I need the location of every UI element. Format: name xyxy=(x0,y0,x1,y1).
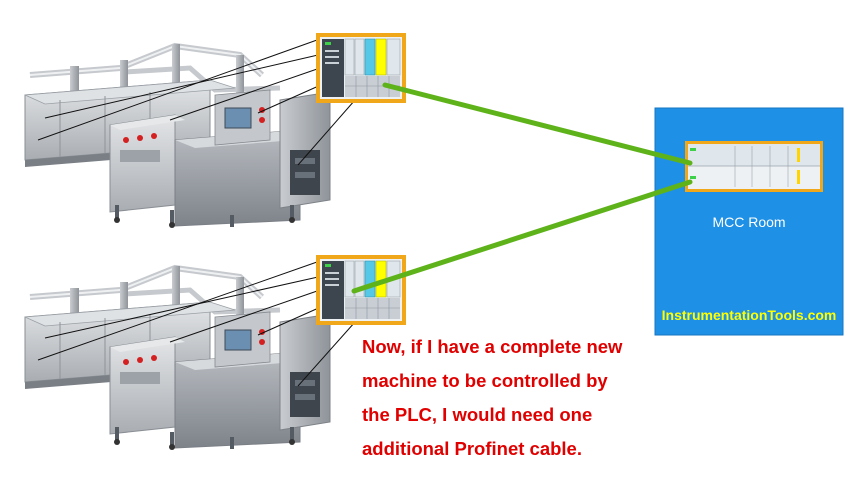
profinet-cable-1 xyxy=(382,82,693,166)
machine-2 xyxy=(25,266,330,450)
explanation-note: Now, if I have a complete new machine to… xyxy=(362,330,662,466)
signal-wires-machine-1 xyxy=(37,39,356,166)
machine-1 xyxy=(25,44,330,228)
profinet-cable-2 xyxy=(351,179,693,294)
mcc-plc-rack xyxy=(685,141,823,192)
note-line-2: machine to be controlled by xyxy=(362,370,608,391)
note-line-3: the PLC, I would need one xyxy=(362,404,593,425)
mcc-room-label: MCC Room xyxy=(712,214,786,230)
note-line-4: additional Profinet cable. xyxy=(362,438,582,459)
watermark-text: InstrumentationTools.com xyxy=(661,307,837,323)
note-line-1: Now, if I have a complete new xyxy=(362,336,623,357)
plc-panel-1 xyxy=(315,32,407,104)
